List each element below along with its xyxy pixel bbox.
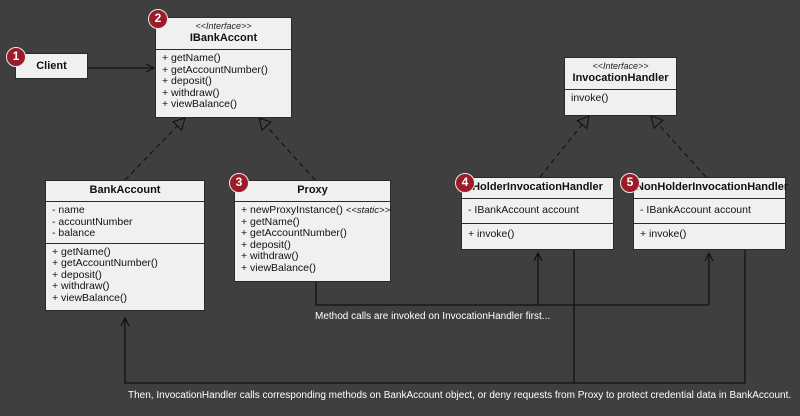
bankaccount-header: BankAccount [46,181,204,202]
proxy-name: Proxy [297,184,328,196]
holder-realization [539,115,590,178]
field-item: - name [52,204,85,216]
bankaccount-class-box[interactable]: BankAccount - name - accountNumber - bal… [45,180,205,311]
proxy-realization [258,117,316,181]
nonholder-badge: 5 [620,173,640,193]
invocationhandler-methods: invoke() [565,90,676,108]
method-item: + withdraw() [162,86,220,99]
nonholder-header: NonHolderInvocationHandler [634,178,789,199]
holder-methods: + invoke() [462,224,613,244]
bankaccount-fields: - name - accountNumber - balance [46,202,204,244]
ibankaccont-header: <<Interface>> IBankAccont [156,18,291,50]
field-item: - balance [52,227,96,239]
method-item: + viewBalance() [162,98,237,110]
holder-fields: - IBankAccount account [462,199,613,224]
holder-header: HolderInvocationHandler [462,178,613,199]
handlers-to-bankaccount-line [125,250,575,384]
ibankaccont-stereotype: <<Interface>> [195,21,252,31]
field-item: - accountNumber [52,215,133,228]
client-name: Client [36,60,67,72]
method-item: invoke() [571,92,609,104]
method-item: + withdraw() [241,250,299,262]
holderinvocationhandler-class-box[interactable]: HolderInvocationHandler - IBankAccount a… [461,177,614,250]
method-item: + viewBalance() [52,291,127,304]
method-item: + getAccountNumber() [52,257,158,269]
method-item: + getName() [241,215,300,228]
client-badge: 1 [6,47,26,67]
invocationhandler-interface-box[interactable]: <<Interface>> InvocationHandler invoke() [564,57,677,116]
holder-name: HolderInvocationHandler [472,181,603,193]
method-item: + withdraw() [52,280,110,292]
method-item: + getAccountNumber() [241,227,347,239]
invocationhandler-header: <<Interface>> InvocationHandler [565,58,676,90]
proxy-methods: + newProxyInstance() <<static>> + getNam… [235,202,390,277]
method-item: + getName() [52,245,111,258]
static-stereotype: <<static>> [345,205,391,216]
nonholder-realization [650,115,707,178]
proxy-to-handlers-line [315,282,709,306]
proxy-badge: 3 [229,173,249,193]
nonholder-fields: - IBankAccount account [634,199,785,224]
client-box[interactable]: Client [15,53,88,79]
method-name: + newProxyInstance() [241,204,343,216]
proxy-header: Proxy [235,181,390,202]
invocationhandler-stereotype: <<Interface>> [592,61,649,71]
nonholder-methods: + invoke() [634,224,785,244]
method-item: + invoke() [640,227,687,240]
nonholderinvocationhandler-class-box[interactable]: NonHolderInvocationHandler - IBankAccoun… [633,177,789,250]
method-item: + getAccountNumber() [162,63,268,76]
method-item: + deposit() [241,238,291,251]
bankaccount-name: BankAccount [89,184,161,196]
ibankaccont-methods: + getName() + getAccountNumber() + depos… [156,50,291,114]
method-item: + getName() [162,52,221,64]
nonholder-name: NonHolderInvocationHandler [636,181,789,193]
method-item: + newProxyInstance() <<static>> [241,204,390,217]
bankaccount-methods: + getName() + getAccountNumber() + depos… [46,244,204,308]
ibankaccont-interface-box[interactable]: <<Interface>> IBankAccont + getName() + … [155,17,292,118]
invocationhandler-name: InvocationHandler [572,72,669,84]
note-second: Then, InvocationHandler calls correspond… [128,390,792,401]
proxy-class-box[interactable]: Proxy + newProxyInstance() <<static>> + … [234,180,391,282]
holder-badge: 4 [455,173,475,193]
note-first: Method calls are invoked on InvocationHa… [315,311,551,322]
method-item: + deposit() [52,268,102,281]
method-item: + invoke() [468,227,515,240]
ibankaccont-badge: 2 [148,9,168,29]
field-item: - IBankAccount account [640,204,751,216]
method-item: + viewBalance() [241,261,316,274]
field-item: - IBankAccount account [468,204,579,216]
bankaccount-realization [124,117,186,181]
method-item: + deposit() [162,75,212,87]
ibankaccont-name: IBankAccont [189,32,258,44]
